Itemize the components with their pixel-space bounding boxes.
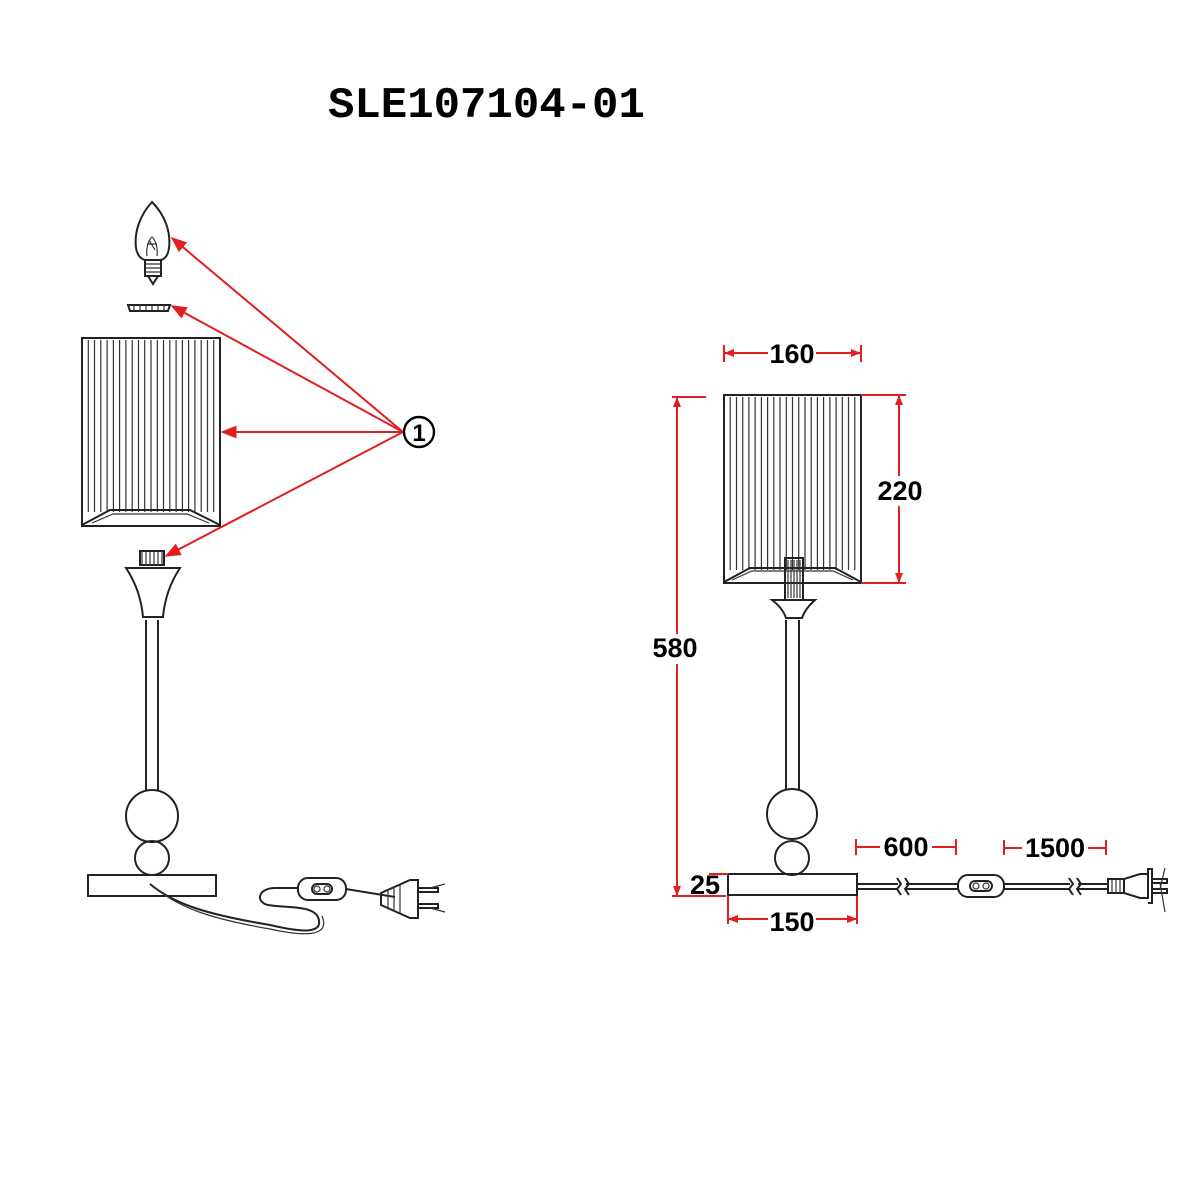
exploded-view: 1 — [81, 200, 446, 935]
dimensioned-view: 160 220 580 25 150 600 1500 — [650, 338, 1168, 937]
threaded-nipple — [139, 550, 165, 566]
callout-arrows — [164, 236, 404, 557]
lamp-base — [87, 874, 217, 897]
dim-cord-total: 1500 — [1025, 833, 1085, 863]
power-cord-assembled — [857, 874, 1108, 898]
lamp-holder-assembled — [769, 557, 818, 619]
lamp-base-assembled — [727, 873, 858, 896]
dim-total-height: 580 — [652, 633, 697, 663]
lamp-shade-assembled — [723, 394, 862, 584]
model-title: SLE107104-01 — [328, 81, 645, 131]
upper-ball-assembled — [766, 788, 818, 840]
inline-switch-icon-assembled — [957, 874, 1005, 898]
lower-ball — [134, 840, 170, 876]
lamp-shade-exploded — [81, 337, 221, 527]
euro-plug-icon — [380, 879, 446, 919]
inline-switch-icon — [297, 877, 347, 901]
lamp-stem — [145, 620, 159, 790]
callout-badge: 1 — [402, 415, 436, 449]
dim-shade-height: 220 — [877, 476, 922, 506]
power-cord — [149, 883, 321, 932]
ring-washer — [126, 304, 172, 312]
lamp-holder-cup — [124, 567, 182, 618]
lamp-stem-assembled — [785, 620, 800, 790]
callout-label: 1 — [412, 420, 425, 447]
dim-shade-width: 160 — [769, 339, 814, 369]
lower-ball-assembled — [774, 840, 810, 876]
euro-plug-icon-assembled — [1107, 867, 1168, 913]
candle-bulb-icon — [134, 200, 171, 286]
dim-cord-to-switch: 600 — [883, 832, 928, 862]
dim-base-height: 25 — [690, 870, 720, 900]
upper-ball — [125, 789, 179, 843]
dim-base-width: 150 — [769, 907, 814, 937]
